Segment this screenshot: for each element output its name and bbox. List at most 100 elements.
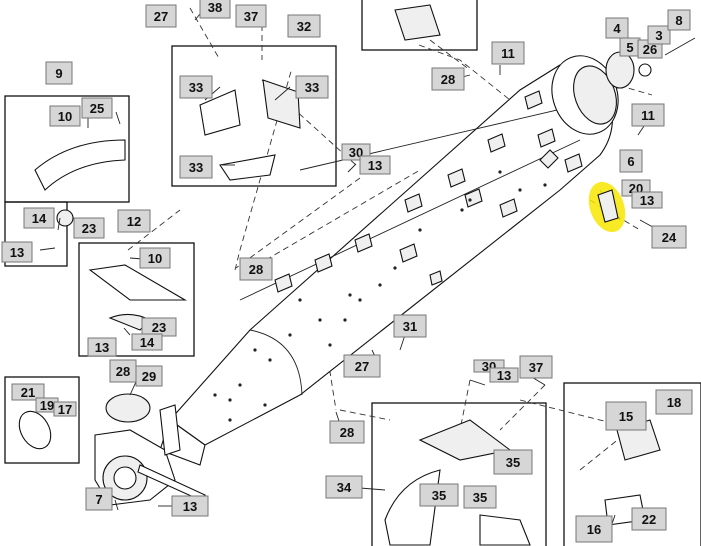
svg-text:26: 26 (643, 42, 657, 57)
callout-18: 18 (655, 389, 693, 415)
svg-text:3: 3 (655, 28, 662, 43)
tube-holes (213, 170, 547, 422)
detail-box-34 (371, 402, 547, 546)
callout-5: 5 (619, 37, 641, 57)
callout-33-c: 33 (179, 155, 213, 179)
callout-37-b: 37 (519, 355, 553, 379)
highlighted-part-20 (588, 181, 626, 233)
svg-text:28: 28 (340, 425, 354, 440)
callout-17: 17 (53, 401, 77, 417)
callout-16: 16 (575, 515, 613, 543)
callout-34: 34 (325, 475, 363, 499)
callout-7: 7 (85, 487, 113, 511)
callout-31: 31 (393, 314, 427, 338)
callout-13-d: 13 (631, 191, 663, 209)
callout-28-b: 28 (431, 67, 465, 91)
svg-text:35: 35 (432, 488, 446, 503)
callout-13-b: 13 (1, 241, 33, 263)
callout-28-a: 28 (239, 257, 273, 281)
svg-text:38: 38 (208, 0, 222, 15)
svg-text:14: 14 (32, 211, 47, 226)
callout-15: 15 (605, 401, 647, 431)
callout-10-b: 10 (139, 247, 171, 269)
callout-27: 27 (145, 4, 177, 28)
callout-28-c: 28 (109, 359, 137, 383)
callout-11-b: 11 (631, 103, 665, 127)
parts-box-top (394, 4, 441, 41)
callout-13-c: 13 (87, 337, 117, 357)
callout-24: 24 (651, 225, 687, 249)
callout-9: 9 (45, 61, 73, 85)
svg-text:12: 12 (127, 214, 141, 229)
svg-text:5: 5 (626, 40, 633, 55)
detail-box-14-23 (4, 201, 68, 267)
svg-text:10: 10 (148, 251, 162, 266)
svg-text:37: 37 (244, 9, 258, 24)
svg-text:31: 31 (403, 319, 417, 334)
parts-box-34 (384, 419, 531, 546)
callout-23-b: 23 (141, 317, 177, 337)
svg-text:13: 13 (640, 193, 654, 208)
callout-4: 4 (605, 17, 629, 39)
callout-13-a: 13 (359, 155, 391, 175)
detail-boxes (4, 0, 701, 546)
callout-28-d: 28 (329, 420, 365, 444)
callout-32: 32 (287, 14, 321, 38)
callout-35-a: 35 (493, 449, 533, 475)
svg-text:7: 7 (95, 492, 102, 507)
svg-text:33: 33 (189, 160, 203, 175)
svg-text:27: 27 (355, 359, 369, 374)
callout-27-b: 27 (343, 354, 381, 378)
svg-text:13: 13 (368, 158, 382, 173)
svg-text:32: 32 (297, 19, 311, 34)
svg-text:18: 18 (667, 395, 681, 410)
svg-text:17: 17 (58, 402, 72, 417)
tube-end-ring (573, 65, 617, 125)
svg-text:4: 4 (613, 21, 621, 36)
callout-12: 12 (117, 209, 151, 233)
callout-6: 6 (619, 149, 643, 173)
parts-box-32 (199, 79, 301, 181)
svg-text:14: 14 (140, 335, 155, 350)
gearbox-assembly (94, 393, 206, 506)
callout-35-c: 35 (463, 485, 497, 509)
parts-box-9 (34, 139, 126, 227)
svg-text:23: 23 (82, 221, 96, 236)
hardware-top-right (605, 37, 696, 89)
svg-text:28: 28 (116, 364, 130, 379)
svg-text:35: 35 (473, 490, 487, 505)
callout-13-e: 13 (489, 367, 519, 383)
svg-text:37: 37 (529, 360, 543, 375)
callout-14-a: 14 (23, 207, 55, 229)
callout-3: 3 (647, 25, 671, 45)
callout-13-f: 13 (171, 495, 209, 517)
detail-box-21 (4, 376, 80, 464)
svg-text:16: 16 (587, 522, 601, 537)
callout-38: 38 (199, 0, 231, 19)
svg-text:28: 28 (441, 72, 455, 87)
svg-text:8: 8 (675, 13, 682, 28)
svg-text:24: 24 (662, 230, 677, 245)
svg-text:13: 13 (497, 368, 511, 383)
detail-box-32 (171, 45, 337, 187)
svg-text:25: 25 (90, 101, 104, 116)
callout-23-a: 23 (73, 217, 105, 239)
callout-8: 8 (667, 9, 691, 31)
callout-10-a: 10 (49, 105, 81, 127)
svg-text:6: 6 (627, 154, 634, 169)
svg-text:13: 13 (183, 499, 197, 514)
flight-tabs (274, 90, 583, 293)
callout-33-a: 33 (179, 75, 213, 99)
svg-text:21: 21 (21, 385, 35, 400)
svg-text:33: 33 (189, 80, 203, 95)
svg-text:34: 34 (337, 480, 352, 495)
svg-text:33: 33 (305, 80, 319, 95)
svg-text:22: 22 (642, 512, 656, 527)
parts-box-12 (88, 264, 188, 331)
svg-text:19: 19 (40, 398, 54, 413)
svg-text:15: 15 (619, 409, 633, 424)
svg-text:28: 28 (249, 262, 263, 277)
callout-11-a: 11 (491, 41, 525, 65)
